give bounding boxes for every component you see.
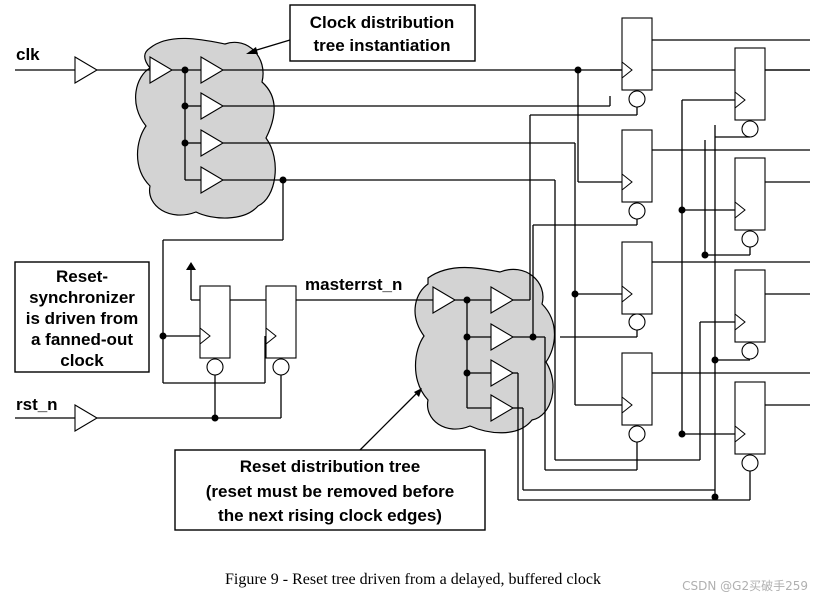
reset-sync-callout-line-3: is driven from — [26, 309, 138, 328]
reset-tree-callout: Reset distribution tree (reset must be r… — [174, 449, 486, 531]
reset-sync-callout-line-2: synchronizer — [29, 288, 135, 307]
reset-buffer-3 — [490, 359, 515, 387]
masterrst-n-label: masterrst_n — [305, 275, 402, 294]
rst-n-label: rst_n — [16, 395, 58, 414]
reset-buffer-2 — [490, 323, 515, 351]
rst-n-input-buffer — [74, 404, 99, 432]
reset-sync-callout-line-4: a fanned-out — [31, 330, 133, 349]
flop-column-b — [734, 47, 766, 472]
clk-label: clk — [16, 45, 40, 64]
clk-input-buffer — [74, 56, 99, 84]
reset-tree-cloud — [414, 266, 555, 434]
reset-buffer-1 — [490, 286, 515, 314]
clock-tree-cloud — [135, 37, 276, 219]
reset-sync-callout-line-1: Reset- — [56, 267, 108, 286]
clock-tree-callout-line-1: Clock distribution — [310, 13, 455, 32]
reset-buffer-4 — [490, 394, 515, 422]
reset-sync-ff-2 — [265, 285, 297, 376]
reset-sync-callout: Reset- synchronizer is driven from a fan… — [14, 261, 150, 373]
clock-tree-callout-line-2: tree instantiation — [314, 36, 451, 55]
reset-tree-callout-line-1: Reset distribution tree — [240, 457, 420, 476]
flop-column-a — [621, 17, 653, 443]
figure-caption: Figure 9 - Reset tree driven from a dela… — [225, 571, 601, 588]
reset-tree-callout-line-3: the next rising clock edges) — [218, 506, 442, 525]
reset-sync-callout-line-5: clock — [60, 351, 104, 370]
reset-buffer-root — [432, 286, 457, 314]
clock-tree-callout: Clock distribution tree instantiation — [289, 4, 476, 62]
watermark: CSDN @G2买破手259 — [682, 578, 808, 593]
reset-sync-ff-1 — [199, 285, 231, 376]
reset-tree-callout-line-2: (reset must be removed before — [206, 482, 454, 501]
